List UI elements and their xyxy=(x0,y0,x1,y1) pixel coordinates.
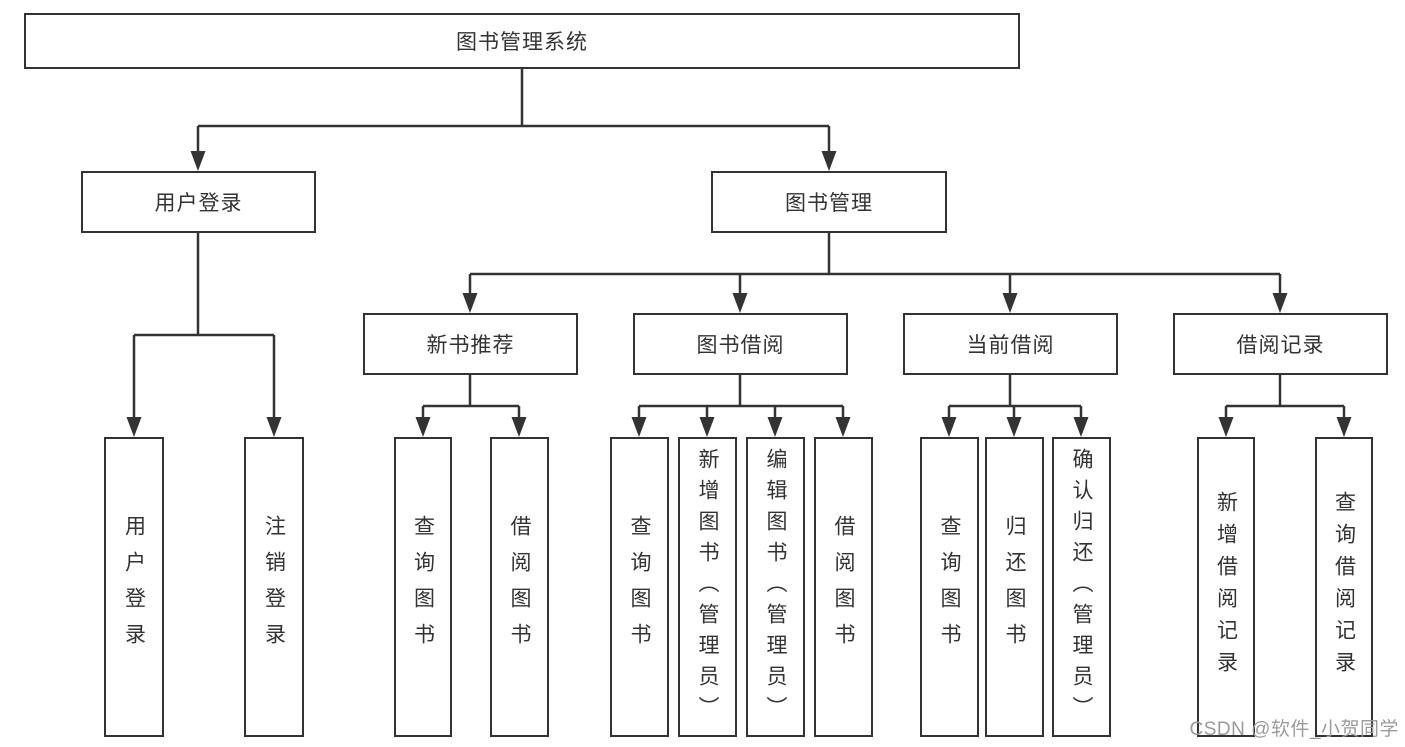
node-borrow-books-1-label: 借阅图书 xyxy=(508,515,531,659)
node-book-management-group: 图书管理 xyxy=(711,171,947,233)
node-add-borrow-record: 新增借阅记录 xyxy=(1197,437,1255,737)
node-edit-books-admin-label: 编辑图书（管理员） xyxy=(764,447,787,727)
node-edit-books-admin: 编辑图书（管理员） xyxy=(746,437,805,737)
node-borrow-books-1: 借阅图书 xyxy=(490,437,549,737)
node-user-login-group-label: 用户登录 xyxy=(154,192,243,215)
node-query-books-3: 查询图书 xyxy=(920,437,979,737)
node-query-books-2-label: 查询图书 xyxy=(628,515,651,659)
node-query-books-1: 查询图书 xyxy=(394,437,452,737)
node-book-borrow: 图书借阅 xyxy=(633,313,848,375)
node-current-borrow-label: 当前借阅 xyxy=(966,334,1055,357)
node-confirm-return-admin-label: 确认归还（管理员） xyxy=(1070,447,1093,727)
arrowheads xyxy=(126,151,1352,437)
node-borrow-records-label: 借阅记录 xyxy=(1236,334,1325,357)
node-current-borrow: 当前借阅 xyxy=(903,313,1118,375)
node-confirm-return-admin: 确认归还（管理员） xyxy=(1052,437,1111,737)
node-root: 图书管理系统 xyxy=(24,13,1020,69)
node-new-book-recommend-label: 新书推荐 xyxy=(426,334,515,357)
node-query-borrow-record: 查询借阅记录 xyxy=(1315,437,1373,737)
node-borrow-records: 借阅记录 xyxy=(1173,313,1388,375)
node-borrow-books-2: 借阅图书 xyxy=(814,437,873,737)
node-root-label: 图书管理系统 xyxy=(456,31,588,54)
node-book-management-group-label: 图书管理 xyxy=(785,192,873,215)
node-user-login-label: 用户登录 xyxy=(122,515,146,659)
node-return-books: 归还图书 xyxy=(985,437,1044,737)
watermark-text: CSDN @软件_小贺同学 xyxy=(1189,719,1399,740)
node-add-books-admin: 新增图书（管理员） xyxy=(678,437,737,737)
node-return-books-label: 归还图书 xyxy=(1003,515,1026,659)
node-borrow-books-2-label: 借阅图书 xyxy=(832,515,855,659)
node-query-books-1-label: 查询图书 xyxy=(411,515,435,659)
node-logout-label: 注销登录 xyxy=(262,515,286,659)
node-add-books-admin-label: 新增图书（管理员） xyxy=(696,447,719,727)
node-logout: 注销登录 xyxy=(244,437,304,737)
node-user-login-group: 用户登录 xyxy=(81,171,316,233)
node-new-book-recommend: 新书推荐 xyxy=(363,313,578,375)
node-book-borrow-label: 图书借阅 xyxy=(696,334,785,357)
node-query-books-2: 查询图书 xyxy=(610,437,669,737)
node-add-borrow-record-label: 新增借阅记录 xyxy=(1214,491,1238,683)
node-user-login: 用户登录 xyxy=(104,437,164,737)
node-query-books-3-label: 查询图书 xyxy=(938,515,961,659)
node-query-borrow-record-label: 查询借阅记录 xyxy=(1332,491,1356,683)
